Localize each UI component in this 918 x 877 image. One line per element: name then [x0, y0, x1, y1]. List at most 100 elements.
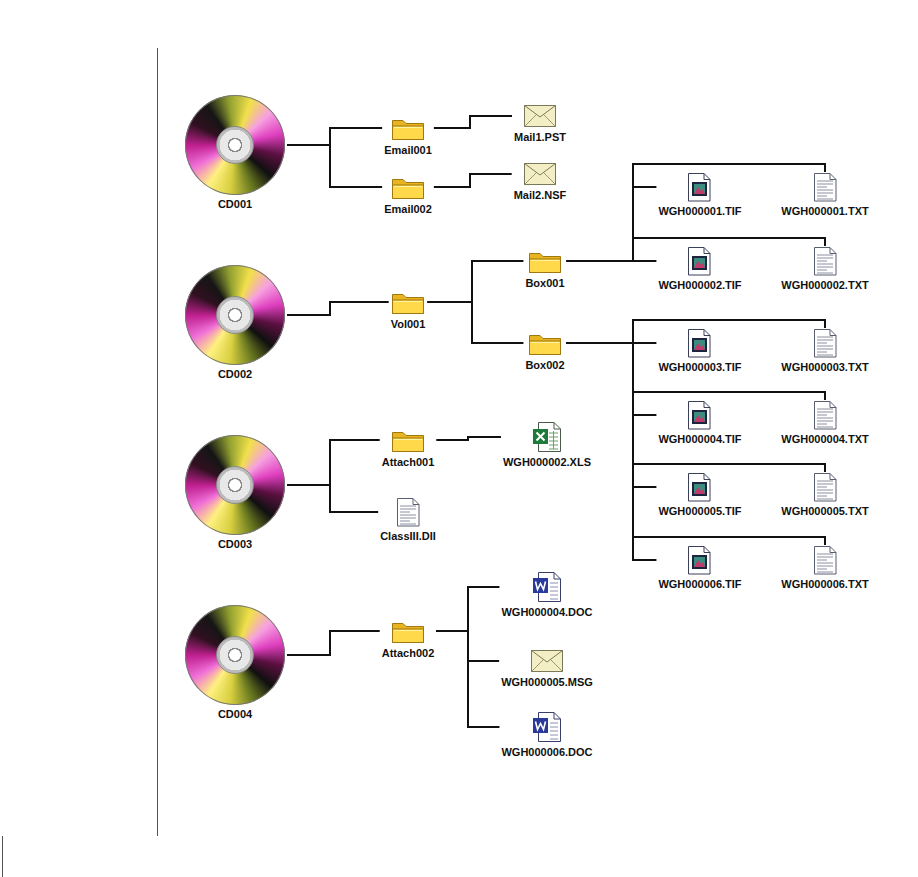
item-label: WGH000005.TXT	[781, 505, 868, 518]
item-label: WGH000006.TXT	[781, 578, 868, 591]
item-label: Mail2.NSF	[514, 189, 567, 202]
file-node: WGH000003.TIF	[656, 328, 743, 374]
item-label: WGH000001.TXT	[781, 205, 868, 218]
bracket-connector	[427, 261, 523, 302]
item-label: WGH000005.MSG	[501, 676, 593, 689]
bracket-connector	[436, 437, 501, 440]
folder-node: Email002	[382, 174, 434, 216]
doc-icon	[532, 711, 562, 743]
item-label: WGH000003.TIF	[658, 361, 741, 374]
folder-node: Box001	[523, 248, 566, 290]
folder-icon	[528, 330, 562, 356]
folder-node: Attach002	[380, 618, 437, 660]
item-label: CD002	[218, 368, 252, 381]
item-label: Email002	[384, 203, 432, 216]
bracket-connector	[427, 302, 523, 343]
bracket-connector	[287, 145, 382, 187]
bracket-connector	[287, 631, 380, 655]
mail-icon	[523, 162, 557, 186]
cd-hub	[216, 296, 254, 334]
cd-disc-icon	[185, 265, 285, 365]
file-node: WGH000004.TIF	[656, 400, 743, 446]
cd-hub	[216, 466, 254, 504]
item-label: Email001	[384, 144, 432, 157]
tif-icon	[687, 172, 713, 202]
bracket-connector	[287, 485, 378, 512]
cd-hub	[216, 126, 254, 164]
txt-icon	[813, 172, 837, 202]
folder-icon	[528, 248, 562, 274]
file-node: WGH000006.TXT	[779, 545, 870, 591]
file-node: WGH000003.TXT	[779, 328, 870, 374]
txt-icon	[813, 400, 837, 430]
tif-icon	[687, 545, 713, 575]
cd-node: CD002	[183, 265, 287, 381]
margin-rule	[157, 48, 158, 836]
item-label: CD001	[218, 198, 252, 211]
cd-node: CD004	[183, 605, 287, 721]
folder-node: Attach001	[380, 427, 437, 469]
folder-icon	[391, 289, 425, 315]
doc-icon	[532, 571, 562, 603]
item-label: WGH000004.TXT	[781, 433, 868, 446]
folder-node: Email001	[382, 115, 434, 157]
file-node: WGH000002.TXT	[779, 246, 870, 292]
item-label: Box002	[525, 359, 564, 372]
txt-icon	[813, 472, 837, 502]
tif-icon	[687, 472, 713, 502]
item-label: WGH000004.DOC	[501, 606, 592, 619]
item-label: CD004	[218, 708, 252, 721]
item-label: WGH000001.TIF	[658, 205, 741, 218]
file-node: WGH000006.TIF	[656, 545, 743, 591]
item-label: Mail1.PST	[514, 131, 566, 144]
bracket-connector	[436, 631, 499, 727]
cd-disc-icon	[185, 95, 285, 195]
bracket-connector	[287, 128, 382, 145]
mail-icon	[530, 649, 564, 673]
corner-rule	[2, 836, 3, 877]
txt-icon	[813, 328, 837, 358]
tif-icon	[687, 400, 713, 430]
item-label: CD003	[218, 538, 252, 551]
txt-icon	[813, 246, 837, 276]
file-node: WGH000002.XLS	[501, 421, 593, 469]
file-node: WGH000004.TXT	[779, 400, 870, 446]
item-label: WGH000005.TIF	[658, 505, 741, 518]
cd-hub	[216, 636, 254, 674]
file-node: WGH000006.DOC	[499, 711, 594, 759]
cd-node: CD001	[183, 95, 287, 211]
cd-node: CD003	[183, 435, 287, 551]
file-node: WGH000004.DOC	[499, 571, 594, 619]
item-label: Vol001	[391, 318, 426, 331]
file-node: WGH000002.TIF	[656, 246, 743, 292]
folder-icon	[391, 174, 425, 200]
bracket-connector	[567, 343, 657, 560]
mail-icon	[523, 104, 557, 128]
bracket-connector	[434, 174, 512, 187]
item-label: WGH000004.TIF	[658, 433, 741, 446]
file-node: Mail2.NSF	[512, 162, 569, 202]
folder-icon	[391, 115, 425, 141]
item-label: WGH000002.XLS	[503, 456, 591, 469]
folder-node: Box002	[523, 330, 566, 372]
bracket-connector	[287, 440, 380, 485]
item-label: WGH000002.TXT	[781, 279, 868, 292]
item-label: WGH000002.TIF	[658, 279, 741, 292]
item-label: Attach002	[382, 647, 435, 660]
txt-icon	[813, 545, 837, 575]
file-node: WGH000001.TIF	[656, 172, 743, 218]
txt-icon	[396, 497, 420, 527]
item-label: Attach001	[382, 456, 435, 469]
folder-node: Vol001	[389, 289, 428, 331]
bracket-connector	[567, 187, 657, 261]
folder-icon	[391, 618, 425, 644]
bracket-connector	[436, 587, 499, 631]
file-node: ClassIII.DII	[378, 497, 438, 543]
file-node: WGH000001.TXT	[779, 172, 870, 218]
cd-disc-icon	[185, 435, 285, 535]
file-node: WGH000005.TXT	[779, 472, 870, 518]
xls-icon	[532, 421, 562, 453]
item-label: WGH000003.TXT	[781, 361, 868, 374]
